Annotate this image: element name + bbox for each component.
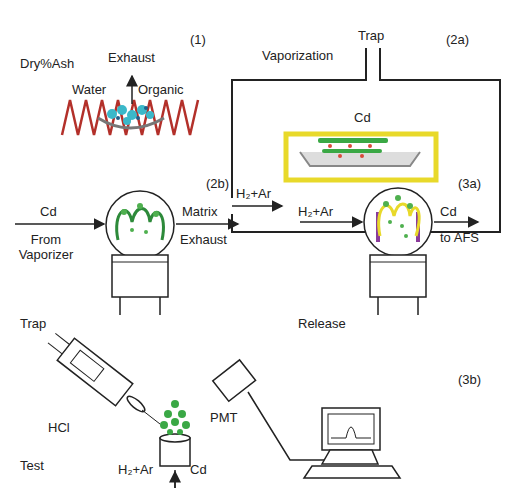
step-label: Release	[298, 316, 346, 331]
flow-label: From Vaporizer	[14, 232, 78, 262]
element-label: Cd	[40, 204, 57, 219]
flow-label: Organic	[138, 82, 184, 97]
gas-label: H₂+Ar	[298, 204, 333, 219]
step-label: Test	[20, 458, 44, 473]
part-label: HCl	[48, 420, 70, 435]
step-label: Vaporization	[262, 48, 333, 63]
panel-number: (3b)	[458, 372, 481, 387]
flow-label: Exhaust	[108, 50, 155, 65]
element-label: Cd	[354, 110, 371, 125]
step-label: Dry%Ash	[20, 56, 74, 71]
element-label: Cd	[440, 204, 457, 219]
element-label: Cd	[190, 462, 207, 477]
flow-label: Water	[72, 82, 106, 97]
flow-label: Matrix	[182, 204, 217, 219]
panel-number: (2a)	[446, 32, 469, 47]
step-label: Trap	[20, 316, 46, 331]
flow-label: to AFS	[440, 230, 479, 245]
gas-label: H₂+Ar	[236, 186, 271, 201]
part-label: Trap	[358, 28, 384, 43]
panel-number: (2b)	[206, 176, 229, 191]
panel-number: (3a)	[458, 176, 481, 191]
gas-label: H₂+Ar	[118, 462, 153, 477]
panel-number: (1)	[190, 32, 206, 47]
part-label: PMT	[210, 410, 237, 425]
flow-label: Exhaust	[180, 232, 227, 247]
